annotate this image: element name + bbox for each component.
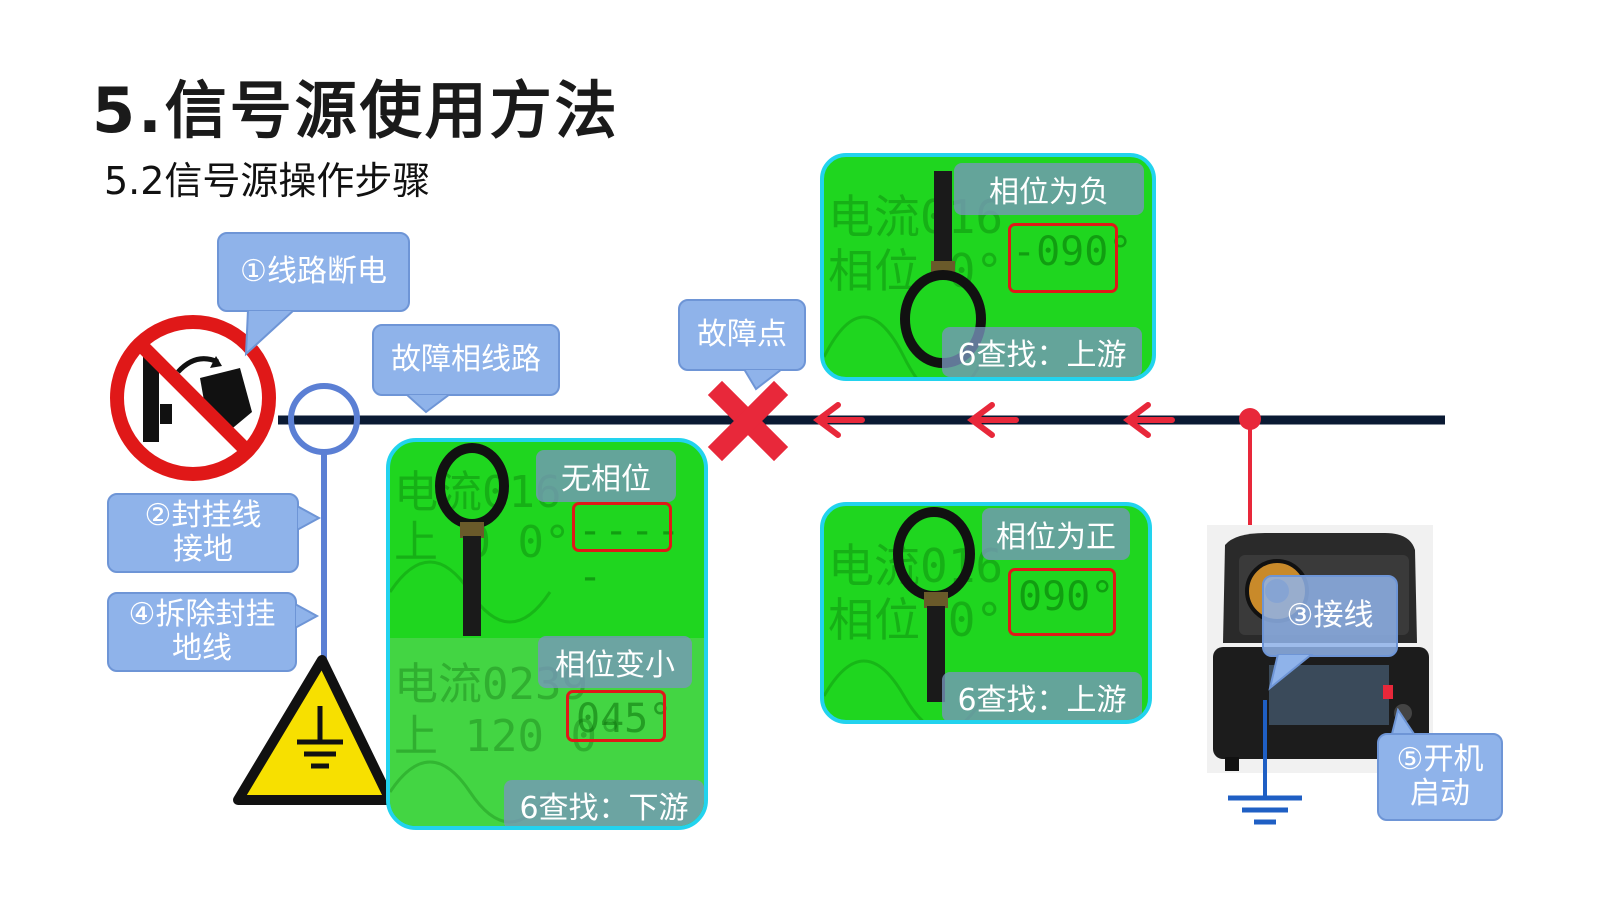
callout-tail-fault-point [742,369,784,391]
phase-label-top: 无相位 [536,450,676,502]
callout-tail-start [1390,708,1416,735]
callout-tail-connect [1268,654,1314,691]
direction-arrows [813,402,1175,438]
panel-phase-negative: 电流016 相位 0° -090° 相位为负 6查找：上游 [820,153,1156,381]
fault-cross-icon [707,380,789,462]
reading-value: -090° [1012,229,1133,275]
reading-value: 090° [1018,574,1115,620]
callout-fault-line: 故障相线路 [372,324,560,396]
page-subtitle: 5.2信号源操作步骤 [104,159,431,203]
panel-downstream: 电流016 上 0 0° 电流0239 上 120 0° ----- 无相位 0… [386,438,708,830]
ground-symbol-icon [1228,700,1302,825]
reading-value-bottom: 045° [576,696,673,742]
arrow-3 [1123,402,1175,438]
ground-warning-icon [233,655,395,805]
callout-tail-seal-ground [297,504,322,532]
reading-highlight-box-bottom [566,690,666,742]
callout-start: ⑤开机 启动 [1377,733,1503,821]
arrow-1 [813,402,865,438]
find-direction-label: 6查找：下游 [504,780,704,826]
phase-label: 相位为正 [982,508,1130,560]
reading-highlight-box-top [572,502,672,552]
reading-highlight-box [1008,568,1116,636]
callout-tail-power-off [244,310,296,357]
callout-connect: ③接线 [1262,575,1398,657]
panel-bg-text-2: 相位 0° [828,593,1004,647]
find-direction-label: 6查找：上游 [942,672,1142,720]
probe-icon [390,443,552,824]
callout-fault-point: 故障点 [678,299,806,371]
callout-seal-ground: ②封挂线 接地 [107,493,299,573]
find-direction-label: 6查找：上游 [942,327,1142,377]
probe-icon [824,507,986,720]
panel-bg-text-1: 电流016 [394,467,562,518]
callout-tail-remove-ground [295,602,320,630]
phase-label-bottom: 相位变小 [538,636,692,688]
page-title: 5.信号源使用方法 [92,74,620,147]
callout-power-off: ①线路断电 [217,232,410,312]
reading-value-top: ----- [578,508,683,600]
no-switching-icon [110,315,276,481]
panel-bg-text-4: 上 120 0° [394,711,624,762]
arrow-2 [967,402,1019,438]
callout-tail-fault-line [404,394,452,414]
phase-label: 相位为负 [954,163,1144,215]
callout-remove-ground: ④拆除封挂 地线 [107,592,297,672]
panel-phase-positive: 电流016 相位 0° 090° 相位为正 6查找：上游 [820,502,1152,724]
reading-highlight-box [1008,223,1118,293]
